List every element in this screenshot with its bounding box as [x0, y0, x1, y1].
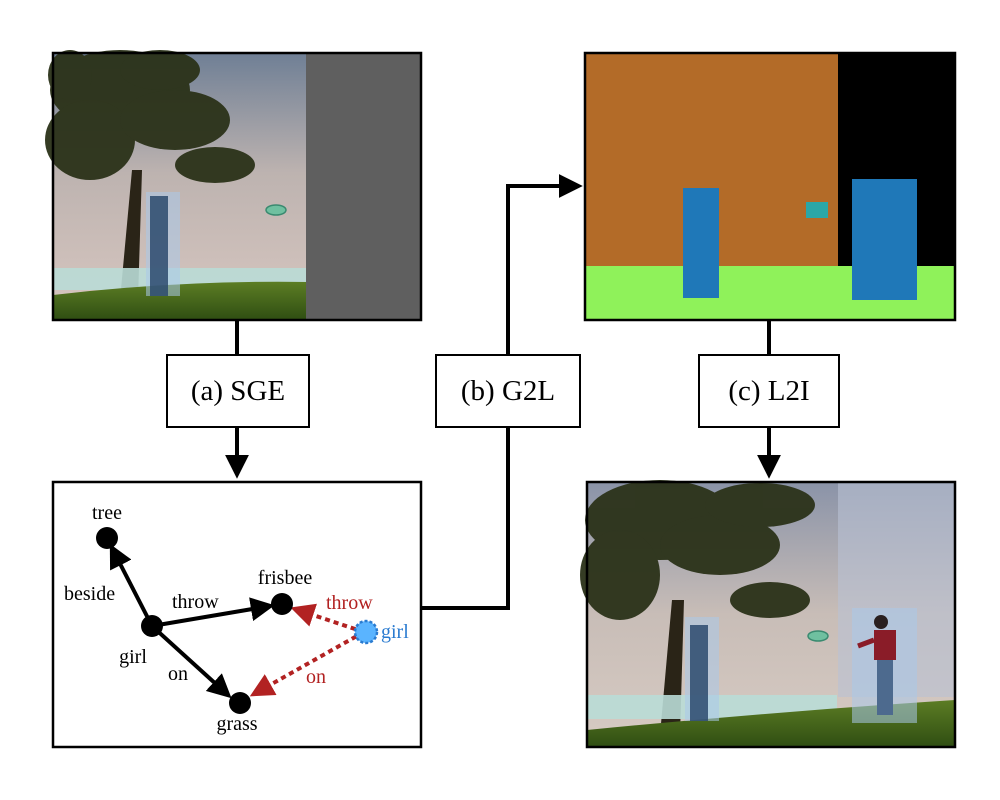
edge-girl-tree [109, 543, 154, 627]
layout-map [585, 53, 955, 320]
layout-new-girl-box [852, 179, 917, 300]
step-g2l-box: (b) G2L [435, 354, 581, 428]
node-label-grass: grass [216, 713, 257, 735]
node-tree [96, 527, 118, 549]
edge-label-beside: beside [64, 583, 115, 605]
step-g2l-label: (b) G2L [460, 374, 556, 407]
arrow-g2l-to-layout [506, 174, 583, 354]
edge-girl-frisbee [151, 597, 275, 628]
edge-newgirl-frisbee [290, 603, 365, 634]
edge-newgirl-grass [249, 630, 365, 697]
node-label-girl: girl [119, 646, 147, 668]
step-l2i-box: (c) L2I [698, 354, 840, 428]
step-sge-box: (a) SGE [166, 354, 310, 428]
tree-foliage [45, 50, 255, 183]
edge-label-new-on: on [306, 666, 326, 688]
layout-frisbee-box [806, 202, 828, 218]
connector-graph-to-g2l [421, 428, 510, 610]
edge-label-on: on [168, 663, 188, 685]
node-label-new-girl: girl [381, 621, 409, 643]
edge-label-throw: throw [172, 591, 219, 613]
step-sge-label: (a) SGE [190, 374, 286, 407]
node-girl [141, 615, 163, 637]
output-image [580, 480, 955, 747]
edge-label-new-throw: throw [326, 592, 373, 614]
node-new-girl [353, 619, 379, 645]
layout-girl-box [683, 188, 719, 298]
step-l2i-label: (c) L2I [728, 374, 810, 407]
node-label-frisbee: frisbee [258, 567, 313, 589]
node-label-tree: tree [92, 502, 122, 524]
node-grass [229, 692, 251, 714]
input-image [45, 50, 421, 320]
output-image-frame [585, 480, 957, 749]
edge-girl-grass [150, 624, 232, 699]
node-frisbee [271, 593, 293, 615]
